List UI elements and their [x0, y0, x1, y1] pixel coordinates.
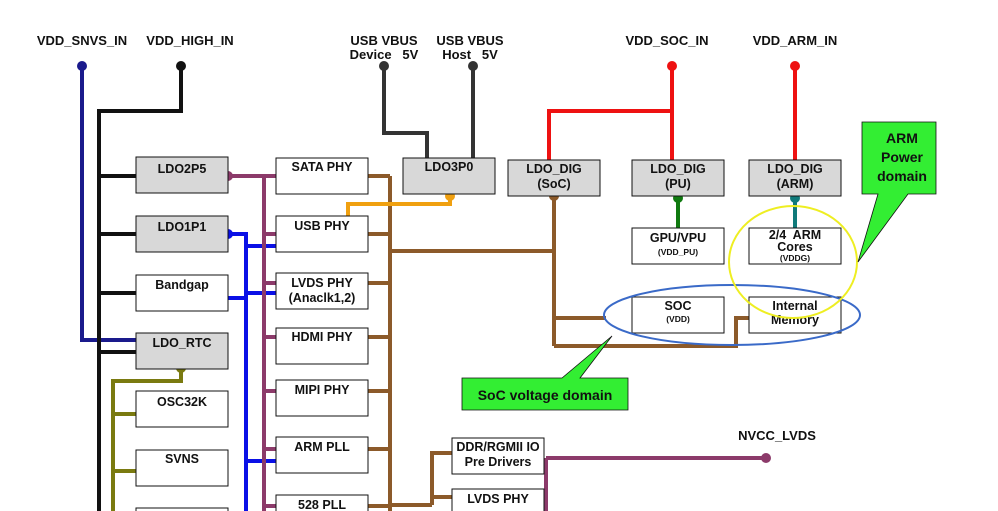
- label-ldo3p0: LDO3P0: [425, 160, 474, 174]
- label-arm-cores-vddg: (VDDG): [780, 253, 810, 263]
- label-soc-voltage-domain: SoC voltage domain: [478, 387, 613, 403]
- label-ldo-dig-soc: LDO_DIG: [526, 162, 582, 176]
- label-arm-domain-1: ARM: [886, 130, 918, 146]
- wire-usb-vbus: [382, 66, 475, 160]
- label-osc32k: OSC32K: [157, 395, 207, 409]
- label-hdmi-phy: HDMI PHY: [291, 330, 353, 344]
- block-hdmi-phy[interactable]: HDMI PHY: [275, 327, 369, 365]
- block-arm-cores[interactable]: 2/4 ARM Cores (VDDG): [748, 227, 842, 265]
- label-ldo-dig-arm-sub: (ARM): [777, 177, 814, 191]
- label-mipi-phy: MIPI PHY: [295, 383, 351, 397]
- label-bandgap: Bandgap: [155, 278, 209, 292]
- block-528-pll[interactable]: 528 PLL: [275, 494, 369, 511]
- wire-ldo-rtc-out: [111, 368, 183, 511]
- label-arm-pll: ARM PLL: [294, 440, 350, 454]
- label-usb-vbus-device-5v: Device 5V: [350, 47, 419, 62]
- vdd-high-terminal: [176, 61, 186, 71]
- wire-vdd-soc: [547, 66, 674, 160]
- label-arm-cores-sub: Cores: [777, 240, 812, 254]
- block-sata-phy[interactable]: SATA PHY: [275, 157, 369, 195]
- block-gpu-vpu[interactable]: GPU/VPU (VDD_PU): [631, 227, 725, 265]
- wire-vdd-soc-bus: [368, 174, 750, 511]
- label-ddr-pre-drivers: Pre Drivers: [465, 455, 532, 469]
- block-ldo-dig-pu[interactable]: LDO_DIG (PU): [631, 159, 725, 197]
- block-lvds-phy[interactable]: LVDS PHY (Anaclk1,2): [275, 272, 369, 310]
- block-ldo3p0[interactable]: LDO3P0: [402, 157, 496, 195]
- vdd-soc-terminal: [667, 61, 677, 71]
- soc-domain-ellipse: [603, 284, 861, 346]
- usb-vbus-device-terminal: [379, 61, 389, 71]
- label-lvds-phy-bottom: LVDS PHY: [467, 492, 529, 506]
- usb-vbus-host-terminal: [468, 61, 478, 71]
- wire-vdd-high: [97, 66, 183, 511]
- label-usb-phy: USB PHY: [294, 219, 350, 233]
- label-lvds-phy-anaclk: (Anaclk1,2): [289, 291, 356, 305]
- block-internal-memory[interactable]: Internal Memory: [748, 296, 842, 334]
- label-ldo-dig-pu-sub: (PU): [665, 177, 691, 191]
- label-lvds-phy: LVDS PHY: [291, 276, 353, 290]
- label-vdd-arm-in: VDD_ARM_IN: [753, 33, 838, 48]
- label-vdd-high-in: VDD_HIGH_IN: [146, 33, 233, 48]
- wire-ldo1p1-out: [228, 232, 276, 511]
- label-ldo1p1: LDO1P1: [158, 220, 207, 234]
- block-osc32k[interactable]: OSC32K: [135, 390, 229, 428]
- label-ldo-dig-soc-sub: (SoC): [537, 177, 570, 191]
- label-soc: SOC: [664, 299, 691, 313]
- callout-soc-voltage-domain: SoC voltage domain: [461, 335, 629, 411]
- vdd-arm-terminal: [790, 61, 800, 71]
- label-vdd-snvs-in: VDD_SNVS_IN: [37, 33, 127, 48]
- block-ddr-rgmii-io[interactable]: DDR/RGMII IO Pre Drivers: [451, 437, 545, 475]
- label-ldo-dig-pu: LDO_DIG: [650, 162, 706, 176]
- label-arm-cores: 2/4 ARM: [769, 228, 821, 242]
- block-soc[interactable]: SOC (VDD): [631, 296, 725, 334]
- label-gpu-vpu: GPU/VPU: [650, 231, 706, 245]
- label-usb-vbus-device: USB VBUS: [350, 33, 418, 48]
- block-ldo-dig-arm[interactable]: LDO_DIG (ARM): [748, 159, 842, 197]
- block-ldo1p1[interactable]: LDO1P1: [135, 215, 229, 253]
- label-usb-vbus-host: USB VBUS: [436, 33, 504, 48]
- label-ddr-rgmii-io: DDR/RGMII IO: [456, 440, 540, 454]
- block-lvds-phy-bottom[interactable]: LVDS PHY: [451, 488, 545, 511]
- label-vdd-soc-in: VDD_SOC_IN: [625, 33, 708, 48]
- block-mipi-phy[interactable]: MIPI PHY: [275, 379, 369, 417]
- block-arm-pll[interactable]: ARM PLL: [275, 436, 369, 474]
- label-sata-phy: SATA PHY: [292, 160, 354, 174]
- label-usb-vbus-host-5v: Host 5V: [442, 47, 498, 62]
- callout-arm-power-domain: ARM Power domain: [857, 121, 937, 263]
- label-gpu-vpu-sub: (VDD_PU): [658, 247, 698, 257]
- wire-vdd-snvs: [80, 66, 136, 342]
- vdd-snvs-terminal: [77, 61, 87, 71]
- block-svns[interactable]: SVNS: [135, 449, 229, 487]
- block-usb-phy[interactable]: USB PHY: [275, 215, 369, 253]
- arm-domain-ellipse: [728, 205, 858, 319]
- label-soc-vdd: (VDD): [666, 314, 690, 324]
- block-ldo2p5[interactable]: LDO2P5: [135, 156, 229, 194]
- block-unlabeled-bottom: [135, 507, 229, 511]
- nvcc-lvds-terminal: [761, 453, 771, 463]
- label-arm-domain-3: domain: [877, 168, 927, 184]
- label-528-pll: 528 PLL: [298, 498, 346, 511]
- label-nvcc-lvds: NVCC_LVDS: [738, 428, 816, 443]
- block-ldo-rtc[interactable]: LDO_RTC: [135, 332, 229, 370]
- label-ldo-dig-arm: LDO_DIG: [767, 162, 823, 176]
- label-internal-memory: Internal: [772, 299, 817, 313]
- label-arm-domain-2: Power: [881, 149, 924, 165]
- block-ldo-dig-soc[interactable]: LDO_DIG (SoC): [507, 159, 601, 197]
- label-ldo2p5: LDO2P5: [158, 162, 207, 176]
- block-bandgap[interactable]: Bandgap: [135, 274, 229, 312]
- label-svns: SVNS: [165, 452, 199, 466]
- wire-ldo2p5-out: [228, 174, 766, 511]
- label-ldo-rtc: LDO_RTC: [152, 336, 211, 350]
